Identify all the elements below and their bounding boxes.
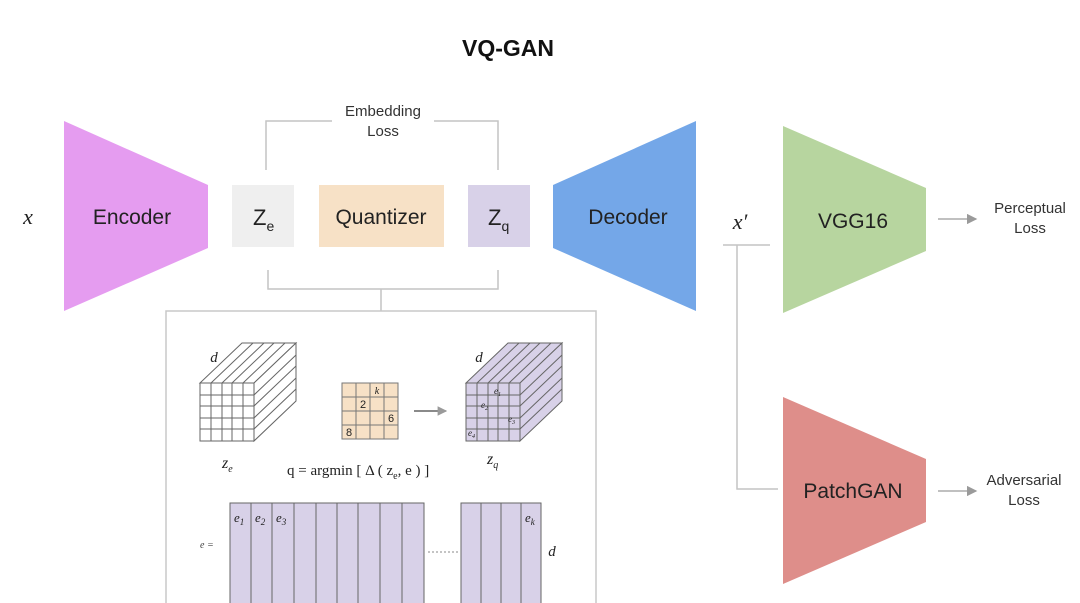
- input-label: x: [22, 204, 33, 229]
- zq-cell-mid: e2: [481, 400, 488, 412]
- quantizer-detail-bracket: [267, 270, 499, 311]
- embedding-loss-bracket: [265, 120, 499, 170]
- patchgan-block: [783, 397, 926, 584]
- quantizer-detail-panel: d ze k 2 6 8 d e1 e2 e3 e4 zq q = argmin…: [165, 310, 597, 603]
- codebook-block-left: [229, 502, 425, 603]
- adversarial-loss-line2: Loss: [1008, 492, 1040, 509]
- decoder-block: [553, 121, 696, 311]
- zq-cell-right: e3: [508, 414, 515, 426]
- ze-label: Ze: [253, 205, 274, 234]
- output-label: x′: [732, 209, 749, 234]
- codebook-entry-1: e1: [234, 510, 244, 527]
- perceptual-loss-line2: Loss: [1014, 220, 1046, 237]
- embedding-loss-label-line1: Embedding: [345, 103, 421, 120]
- grid-value-top: k: [375, 386, 380, 397]
- vgg16-label: VGG16: [818, 210, 888, 233]
- ze-tensor-cube: [198, 341, 298, 443]
- decoder-label: Decoder: [588, 206, 667, 229]
- ze-cube-label: ze: [221, 455, 233, 475]
- codebook-entry-3: e3: [276, 510, 287, 527]
- zq-cell-bottom: e4: [468, 428, 475, 440]
- vgg16-block: [783, 126, 926, 313]
- output-connector-lines: [723, 244, 778, 490]
- encoder-label: Encoder: [93, 206, 171, 229]
- quantizer-box: [319, 185, 444, 247]
- encoder-block: [64, 121, 208, 311]
- codebook-entry-2: e2: [255, 510, 266, 527]
- quantization-formula: q = argmin [ Δ ( ze, e ) ]: [287, 463, 429, 482]
- codebook-entry-k: ek: [525, 510, 536, 527]
- grid-value-bottom: 8: [346, 427, 352, 439]
- perceptual-loss-line1: Perceptual: [994, 200, 1066, 217]
- ze-cube-depth-label: d: [210, 350, 218, 366]
- zq-cell-top: e1: [494, 386, 501, 398]
- grid-value-right: 6: [388, 413, 394, 425]
- ze-box: [232, 185, 294, 247]
- zq-tensor-cube: [464, 341, 564, 443]
- codebook-prefix: e =: [200, 540, 214, 551]
- quantizer-label: Quantizer: [335, 206, 426, 229]
- zq-box: [468, 185, 530, 247]
- index-grid: [341, 382, 399, 440]
- adversarial-loss-line1: Adversarial: [986, 472, 1061, 489]
- zq-cube-depth-label: d: [475, 350, 483, 366]
- codebook-block-right: [460, 502, 542, 603]
- patchgan-label: PatchGAN: [803, 480, 902, 503]
- diagram-title: VQ-GAN: [462, 35, 554, 61]
- zq-cube-label: zq: [486, 451, 498, 471]
- grid-value-middle: 2: [360, 399, 366, 411]
- codebook-depth-label: d: [548, 544, 556, 560]
- zq-label: Zq: [488, 205, 509, 234]
- embedding-loss-label-line2: Loss: [367, 123, 399, 140]
